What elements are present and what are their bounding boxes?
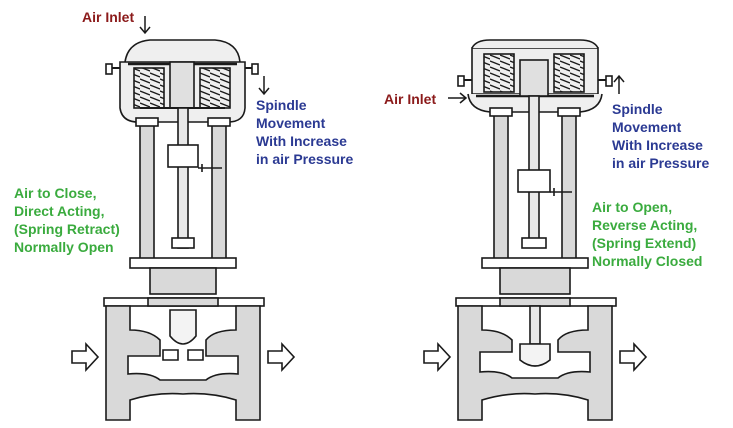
text-line: Movement — [256, 115, 326, 131]
text-line: Normally Open — [14, 239, 114, 255]
text-line: (Spring Extend) — [592, 235, 697, 251]
text-line: in air Pressure — [612, 155, 710, 171]
left-valve — [71, 16, 296, 421]
right-air-inlet-label: Air Inlet — [384, 91, 437, 107]
text-line: (Spring Retract) — [14, 221, 120, 237]
arrow-down-icon — [258, 76, 270, 96]
spring-icon — [483, 53, 515, 93]
left-spindle-movement-text: Spindle Movement With Increase in air Pr… — [256, 96, 353, 168]
text-line: With Increase — [256, 133, 347, 149]
text-line: Spindle — [612, 101, 663, 117]
spring-icon — [553, 53, 585, 93]
right-spindle-movement-text: Spindle Movement With Increase in air Pr… — [612, 100, 709, 172]
right-valve — [423, 39, 648, 421]
text-line: With Increase — [612, 137, 703, 153]
left-yoke — [129, 107, 237, 295]
text-line: in air Pressure — [256, 151, 354, 167]
flow-arrow-icon — [267, 341, 296, 373]
spring-icon — [199, 67, 231, 109]
right-yoke — [481, 95, 589, 295]
left-actuator — [105, 39, 259, 123]
spring-icon — [133, 67, 165, 109]
arrow-up-icon — [613, 74, 625, 94]
text-line: Normally Closed — [592, 253, 703, 269]
right-action-text: Air to Open, Reverse Acting, (Spring Ext… — [592, 198, 702, 270]
text-line: Air to Open, — [592, 199, 673, 215]
text-line: Reverse Acting, — [592, 217, 698, 233]
flow-arrow-icon — [619, 341, 648, 373]
flow-arrow-icon — [423, 341, 452, 373]
right-body — [455, 297, 617, 421]
left-body — [103, 297, 265, 421]
left-action-text: Air to Close, Direct Acting, (Spring Ret… — [14, 184, 120, 256]
arrow-down-icon — [139, 16, 151, 35]
flow-arrow-icon — [71, 341, 100, 373]
left-air-inlet-label: Air Inlet — [82, 9, 135, 25]
text-line: Spindle — [256, 97, 307, 113]
arrow-right-icon — [448, 92, 468, 104]
text-line: Movement — [612, 119, 682, 135]
text-line: Direct Acting, — [14, 203, 105, 219]
text-line: Air to Close, — [14, 185, 97, 201]
